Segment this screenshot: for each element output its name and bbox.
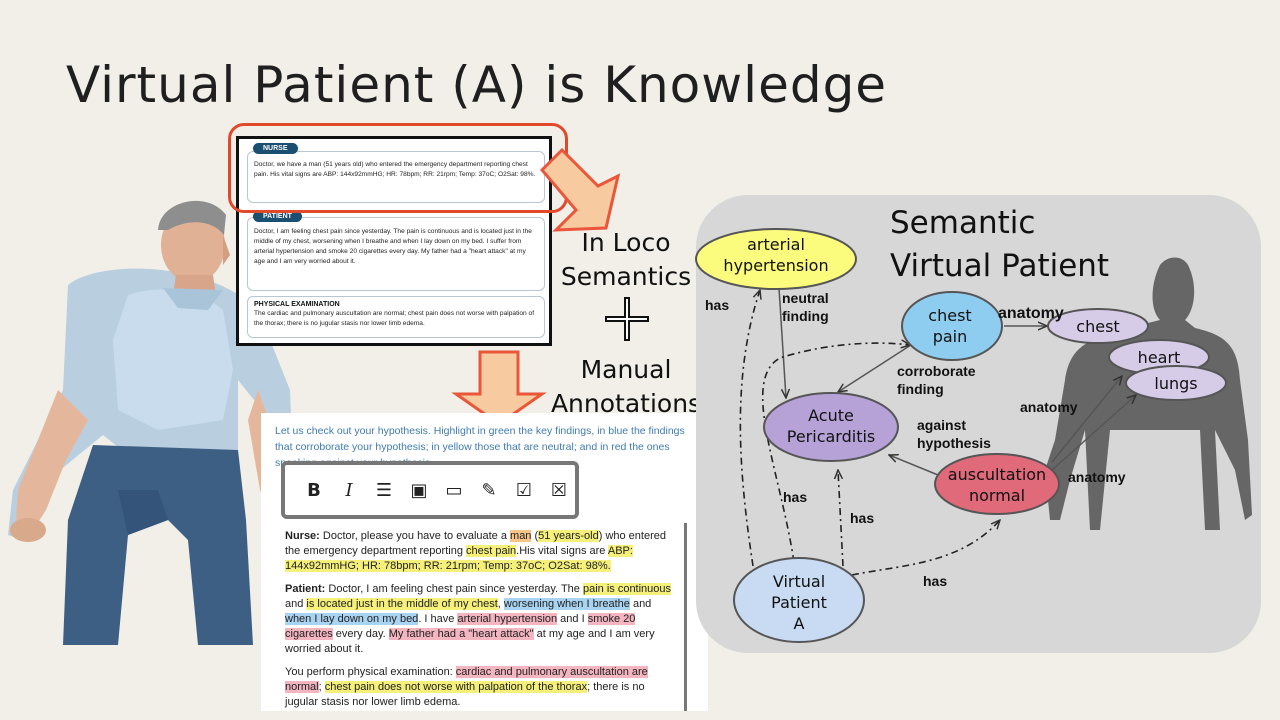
label-anatomy-low: anatomy	[1068, 469, 1126, 485]
nurse-text: Doctor, we have a man (51 years old) who…	[254, 161, 536, 178]
svg-text:normal: normal	[969, 486, 1025, 505]
label-anatomy-top: anatomy	[998, 305, 1064, 322]
svg-text:auscultation: auscultation	[948, 465, 1046, 484]
patient-text: Doctor, I am feeling chest pain since ye…	[254, 228, 532, 265]
svg-text:lungs: lungs	[1154, 374, 1197, 393]
annotated-patient-paragraph: Patient: Doctor, I am feeling chest pain…	[285, 583, 672, 655]
svg-text:Virtual: Virtual	[773, 572, 825, 591]
svg-text:hypertension: hypertension	[723, 256, 828, 275]
exam-title: PHYSICAL EXAMINATION	[254, 301, 340, 308]
bold-button[interactable]: B	[307, 479, 321, 501]
nurse-tag: NURSE	[253, 143, 298, 154]
node-auscultation-normal: auscultation normal	[934, 453, 1060, 515]
label-has-center: has	[850, 510, 874, 526]
node-virtual-patient: Virtual Patient A	[733, 557, 865, 643]
svg-text:Acute: Acute	[808, 406, 854, 425]
svg-text:Patient: Patient	[771, 593, 827, 612]
edge-auscultation-acute	[889, 455, 939, 476]
node-chest: chest	[1047, 308, 1149, 344]
edge-virtual-arterial	[739, 290, 760, 567]
svg-text:heart: heart	[1138, 348, 1181, 367]
edge-arterial-acute	[778, 287, 786, 398]
highlighter-icon[interactable]: ✎	[481, 479, 497, 501]
annotated-exam-paragraph: You perform physical examination: cardia…	[285, 666, 648, 708]
svg-text:chest: chest	[928, 306, 971, 325]
svg-text:pain: pain	[933, 327, 968, 346]
label-has-mid: has	[783, 489, 807, 505]
label-has-left: has	[705, 297, 729, 313]
case-document: Doctor, we have a man (51 years old) who…	[236, 136, 552, 346]
node-arterial-hypertension: arterial hypertension	[695, 228, 857, 290]
annotated-text[interactable]: Nurse: Doctor, please you have to evalua…	[285, 529, 673, 711]
edge-virtual-chestpain	[761, 343, 910, 563]
in-loco-semantics-label: In Loco Semantics	[560, 228, 692, 291]
annotation-scrollbar[interactable]	[684, 523, 687, 711]
edge-auscultation-lungs	[1051, 395, 1136, 471]
exam-text: The cardiac and pulmonary auscultation a…	[254, 310, 535, 327]
label-against-2: hypothesis	[917, 435, 991, 451]
svg-text:arterial: arterial	[747, 235, 805, 254]
svg-text:A: A	[794, 614, 805, 633]
annotation-panel: Let us check out your hypothesis. Highli…	[261, 413, 708, 711]
comment-icon[interactable]: ▭	[445, 479, 463, 501]
patient-photo	[8, 200, 294, 645]
label-neutral-2: finding	[782, 308, 829, 324]
svg-text:chest: chest	[1076, 317, 1119, 336]
node-acute-pericarditis: Acute Pericarditis	[763, 392, 899, 462]
node-lungs: lungs	[1125, 365, 1227, 401]
manual-annotations-label: Manual Annotations	[550, 355, 702, 418]
label-has-right: has	[923, 573, 947, 589]
label-corroborate-2: finding	[897, 381, 944, 397]
slide-title: Virtual Patient (A) is Knowledge	[66, 56, 888, 114]
label-anatomy-mid: anatomy	[1020, 399, 1078, 415]
image-icon[interactable]: ▣	[410, 479, 428, 501]
patient-bubble: Doctor, I am feeling chest pain since ye…	[247, 217, 545, 291]
node-chest-pain: chest pain	[901, 291, 1003, 361]
semantic-title: Semantic Virtual Patient	[890, 205, 1110, 284]
edge-chestpain-acute	[838, 342, 915, 392]
label-neutral-1: neutral	[782, 290, 829, 306]
patient-tag: PATIENT	[253, 211, 302, 222]
label-against-1: against	[917, 417, 966, 433]
list-icon[interactable]: ☰	[375, 479, 393, 501]
annotation-instructions: Let us check out your hypothesis. Highli…	[275, 425, 685, 469]
close-icon[interactable]: ☒	[550, 479, 568, 501]
label-corroborate-1: corroborate	[897, 363, 976, 379]
annotation-toolbar: B I ☰ ▣ ▭ ✎ ☑ ☒	[281, 461, 579, 519]
exam-bubble: PHYSICAL EXAMINATION The cardiac and pul…	[247, 296, 545, 338]
edge-virtual-auscultation	[851, 520, 1000, 576]
check-icon[interactable]: ☑	[515, 479, 533, 501]
nurse-bubble: Doctor, we have a man (51 years old) who…	[247, 151, 545, 203]
plus-icon	[605, 297, 649, 341]
annotated-nurse-paragraph: Nurse: Doctor, please you have to evalua…	[285, 530, 666, 572]
edge-virtual-acute	[838, 470, 844, 567]
italic-button[interactable]: I	[345, 479, 353, 501]
edge-auscultation-heart	[1051, 376, 1122, 463]
svg-text:Pericarditis: Pericarditis	[787, 427, 876, 446]
